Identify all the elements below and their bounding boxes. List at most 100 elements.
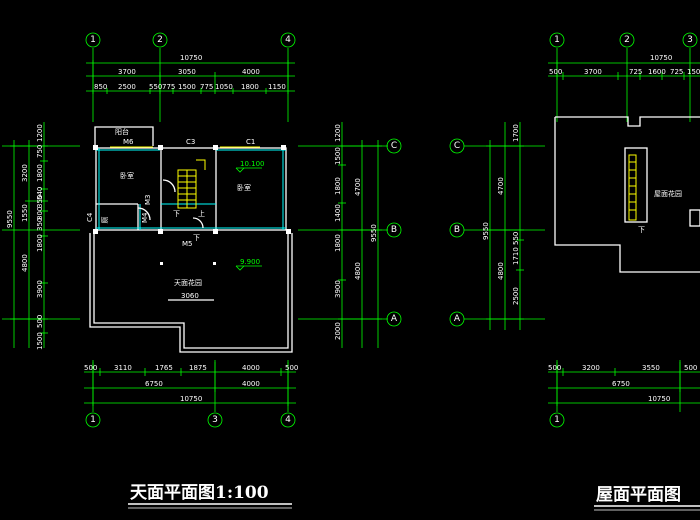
stair-left-plan (110, 146, 260, 209)
dimension-label: 1500 (687, 68, 700, 76)
grid-bubble-B-left: B (386, 222, 402, 238)
grid-bubble-1-bottom-r: 1 (549, 412, 565, 428)
dim-r-mid-1: 4800 (354, 262, 362, 280)
dimension-label: 9550 (482, 222, 490, 240)
dimension-label: A (391, 314, 398, 324)
dimension-label: 725 (670, 68, 683, 76)
dim-top-3-5: 775 (200, 83, 213, 91)
dim-bot-1-4: 4000 (242, 364, 260, 372)
dim-left-in-10: 1500 (36, 332, 44, 350)
dimension-label: 3 (212, 415, 218, 425)
dimension-label: 1 (554, 35, 560, 45)
left-bottom-dimensions: 500 3110 1765 1875 4000 500 6750 4000 10… (84, 362, 298, 406)
left-plan-walls (89, 126, 293, 353)
dimension-label: 4800 (497, 262, 505, 280)
room-balcony: 阳台 (115, 127, 129, 136)
dimension-label: C (391, 141, 397, 151)
dim-top-2-0: 3700 (118, 68, 136, 76)
dimension-label: 1 (90, 35, 96, 45)
tag-down-right: 下 (638, 226, 645, 234)
dimension-label: 3060 (181, 292, 199, 300)
dim-r-mid-0: 4700 (354, 178, 362, 196)
dimension-label: 4 (285, 415, 291, 425)
dimension-label: 4700 (497, 177, 505, 195)
dim-left-in-4: 350 (36, 195, 44, 208)
dimension-label: 725 (629, 68, 642, 76)
dimension-label: 屋面平面图 (596, 485, 681, 505)
dimension-label: 500 (684, 364, 697, 372)
dimension-label: 2 (624, 35, 630, 45)
dim-left-mid-0: 3200 (21, 164, 29, 182)
room-roof-garden: 天面花园 (174, 278, 202, 287)
grid-bubble-C-left: C (386, 138, 402, 154)
dim-left-in-6: 350 (36, 218, 44, 231)
dim-bot-1-5: 500 (285, 364, 298, 372)
right-plan-walls (554, 116, 700, 273)
grid-bubble-B-right: B (449, 222, 465, 238)
dim-left-outer: 9550 (6, 210, 14, 228)
grid-bubble-1-top: 1 (85, 32, 101, 48)
dim-bot-1-2: 1765 (155, 364, 173, 372)
dim-left-in-0: 1200 (36, 124, 44, 142)
left-plan-windows (96, 148, 286, 230)
dimension-label: 10.100 (240, 160, 265, 168)
room-small: 厕 (101, 217, 109, 224)
tag-m6: M6 (123, 138, 134, 146)
dim-bot-total: 10750 (180, 395, 202, 403)
dimension-label: 10750 (648, 395, 670, 403)
dimension-label: A (454, 314, 461, 324)
right-side-dimensions: 9550 4700 4800 1700 550 1710 2500 (482, 122, 524, 330)
left-plan-title: 天面平面图1:100 (128, 483, 292, 509)
dim-top-3-7: 1800 (241, 83, 259, 91)
dim-bot-2-1: 4000 (242, 380, 260, 388)
left-plan-columns (93, 145, 291, 234)
left-plan-right-dimensions: 1200 1500 1800 1400 1800 3900 2000 4700 … (334, 122, 382, 348)
grid-bubble-3-top-r: 3 (682, 32, 698, 48)
dim-top-2-1: 3050 (178, 68, 196, 76)
grid-bubble-2-top: 2 (152, 32, 168, 48)
dimension-label: 4 (285, 35, 291, 45)
dimension-label: 1 (90, 415, 96, 425)
tag-m4: M4 (141, 212, 149, 223)
inner-dimension-3060: 3060 (168, 292, 214, 301)
dim-left-in-3: 540 (36, 187, 44, 200)
dim-left-in-9: 500 (36, 315, 44, 328)
right-plan-tank (689, 209, 700, 227)
level-marker-2: 9.900 (235, 258, 262, 271)
level-marker-1: 10.100 (235, 160, 265, 173)
dim-top-2-2: 4000 (242, 68, 260, 76)
dimension-label: 3 (687, 35, 693, 45)
left-side-dimensions: 9550 3200 1550 4800 1200 750 1800 540 35… (6, 122, 48, 350)
dimension-label: 1710 (512, 247, 520, 265)
room-bedroom-right: 卧室 (237, 183, 251, 192)
dimension-label: 550 (512, 232, 520, 245)
dim-bot-2-0: 6750 (145, 380, 163, 388)
dimension-label: 6750 (612, 380, 630, 388)
right-plan-title: 屋面平面图 (594, 485, 700, 511)
dim-left-in-1: 750 (36, 145, 44, 158)
dimension-label: 500 (548, 364, 561, 372)
tag-m3: M3 (144, 195, 152, 206)
dim-top-3-3: 775 (162, 83, 175, 91)
dim-left-mid-1: 1550 (21, 204, 29, 222)
dim-left-in-7: 1800 (36, 234, 44, 252)
dimension-label: 3550 (642, 364, 660, 372)
tag-c1: C1 (246, 138, 255, 146)
grid-bubble-A-left: A (386, 311, 402, 327)
grid-bubble-C-right: C (449, 138, 465, 154)
dim-top-3-6: 1050 (215, 83, 233, 91)
room-bedroom-left: 卧室 (120, 171, 134, 180)
dim-r-in-3: 1400 (334, 204, 342, 222)
tag-c3: C3 (186, 138, 195, 146)
grid-bubble-4-top: 4 (280, 32, 296, 48)
dimension-label: 1700 (512, 124, 520, 142)
dimension-label: C (454, 141, 460, 151)
left-top-dimensions: 10750 3700 3050 4000 850 2500 550 775 15… (86, 54, 295, 94)
dimension-label: 天面平面图1:100 (130, 483, 269, 503)
tag-m5: M5 (182, 240, 193, 248)
tag-down: 下 (173, 210, 180, 218)
dim-left-mid-2: 4800 (21, 254, 29, 272)
stair-right-plan (624, 147, 648, 223)
dim-bot-1-3: 1875 (189, 364, 207, 372)
